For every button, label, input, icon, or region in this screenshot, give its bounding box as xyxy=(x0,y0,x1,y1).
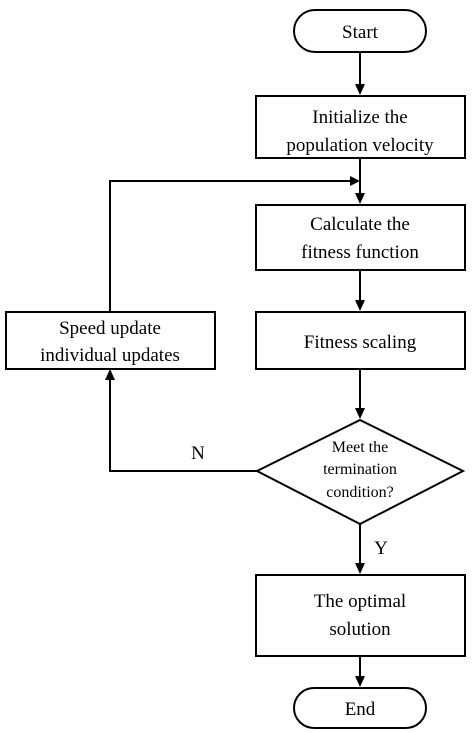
arrowhead-init-to-calc xyxy=(355,193,365,204)
init-process-box xyxy=(255,95,466,159)
update-process-box xyxy=(5,311,216,370)
optimal-label-line-1: The optimal xyxy=(314,591,406,612)
arrowhead-start-to-init xyxy=(355,84,365,95)
optimal-label-line-2: solution xyxy=(329,619,391,640)
update-label-line-1: Speed update xyxy=(59,318,161,339)
optimal-process-box xyxy=(255,574,466,657)
arrowhead-decision-to-optimal xyxy=(355,563,365,574)
edge-label-yes: Y xyxy=(374,538,388,559)
arrowhead-scaling-to-decision xyxy=(355,408,365,419)
calc-process-box xyxy=(255,204,466,271)
scaling-process-box xyxy=(255,311,466,370)
arrowhead-calc-to-scaling xyxy=(355,300,365,311)
end-label: End xyxy=(345,699,376,720)
arrowhead-update-to-loop xyxy=(350,176,360,186)
edge-decision-to-update xyxy=(109,380,257,472)
scaling-label: Fitness scaling xyxy=(304,332,417,353)
edge-update-to-loop xyxy=(109,180,350,311)
init-label-line-1: Initialize the xyxy=(312,107,407,128)
arrowhead-decision-to-update xyxy=(105,369,115,380)
decision-label-line-2: termination xyxy=(323,461,397,478)
decision-label-line-1: Meet the xyxy=(332,439,388,456)
calc-label-line-2: fitness function xyxy=(301,242,419,263)
edge-label-no: N xyxy=(191,443,205,464)
start-label: Start xyxy=(342,22,379,43)
init-label-line-2: population velocity xyxy=(286,135,434,156)
arrowhead-optimal-to-end xyxy=(355,676,365,687)
update-label-line-2: individual updates xyxy=(40,345,180,366)
calc-label-line-1: Calculate the xyxy=(310,214,410,235)
end-node xyxy=(293,687,427,729)
start-node xyxy=(293,9,427,53)
decision-diamond xyxy=(254,418,466,526)
decision-label-line-3: condition? xyxy=(326,484,394,501)
